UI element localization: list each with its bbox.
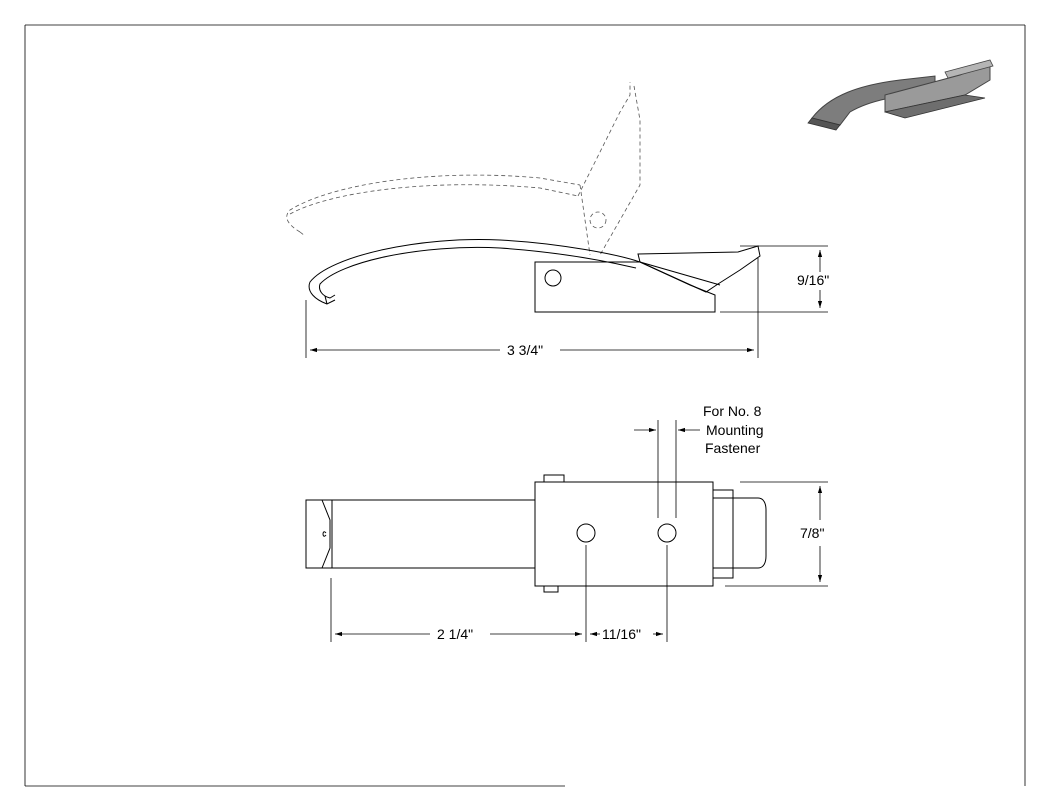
dimension-label-overall: 3 3/4" <box>507 342 543 358</box>
drawing-border <box>24 24 1026 787</box>
dimension-hole-offsets: 2 1/4" 11/16" <box>330 545 668 642</box>
latch-3d-thumbnail <box>807 59 994 131</box>
note-line-1: For No. 8 <box>703 403 762 419</box>
dimension-label-hole-spacing: 11/16" <box>602 626 641 642</box>
side-view-closed-position <box>308 239 761 313</box>
dimension-label-hole-offset: 2 1/4" <box>437 626 473 642</box>
dimension-width-top: 7/8" <box>725 481 828 587</box>
dimension-label-height: 9/16" <box>797 272 829 288</box>
dimension-height-side: 9/16" <box>720 245 829 313</box>
side-view-open-position <box>286 82 641 256</box>
note-line-2: Mounting <box>706 422 764 438</box>
fastener-note: For No. 8 Mounting Fastener <box>634 403 764 518</box>
dimension-overall-length: 3 3/4" <box>305 258 759 358</box>
dimension-label-width: 7/8" <box>800 525 824 541</box>
top-view <box>305 474 767 593</box>
note-line-3: Fastener <box>705 440 761 456</box>
